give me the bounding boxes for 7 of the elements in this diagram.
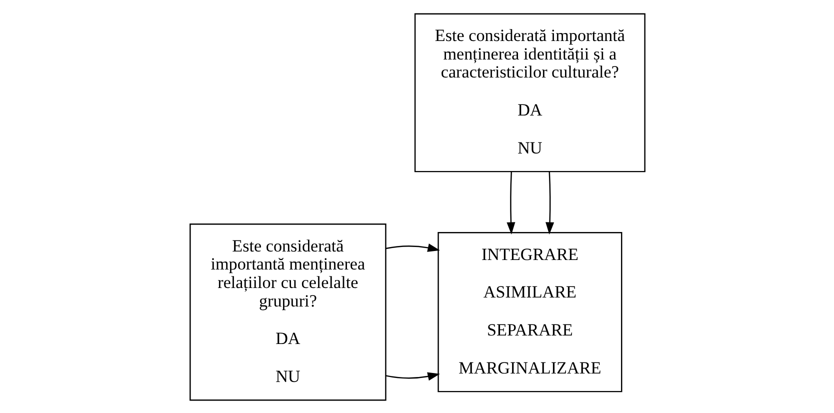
node-box: Este considerată importantă menținerea identității și a caracteristicilor culturale? DA NU	[414, 12, 645, 172]
arrow	[545, 171, 554, 234]
node-box: INTEGRARE ASIMILARE SEPARARE MARGINALIZARE	[437, 232, 622, 392]
node-box: Este considerată importantă menținerea relațiilor cu celelalte grupuri? DA NU	[189, 223, 386, 400]
arrow	[506, 171, 515, 234]
arrow	[385, 243, 440, 252]
arrow	[385, 372, 440, 380]
